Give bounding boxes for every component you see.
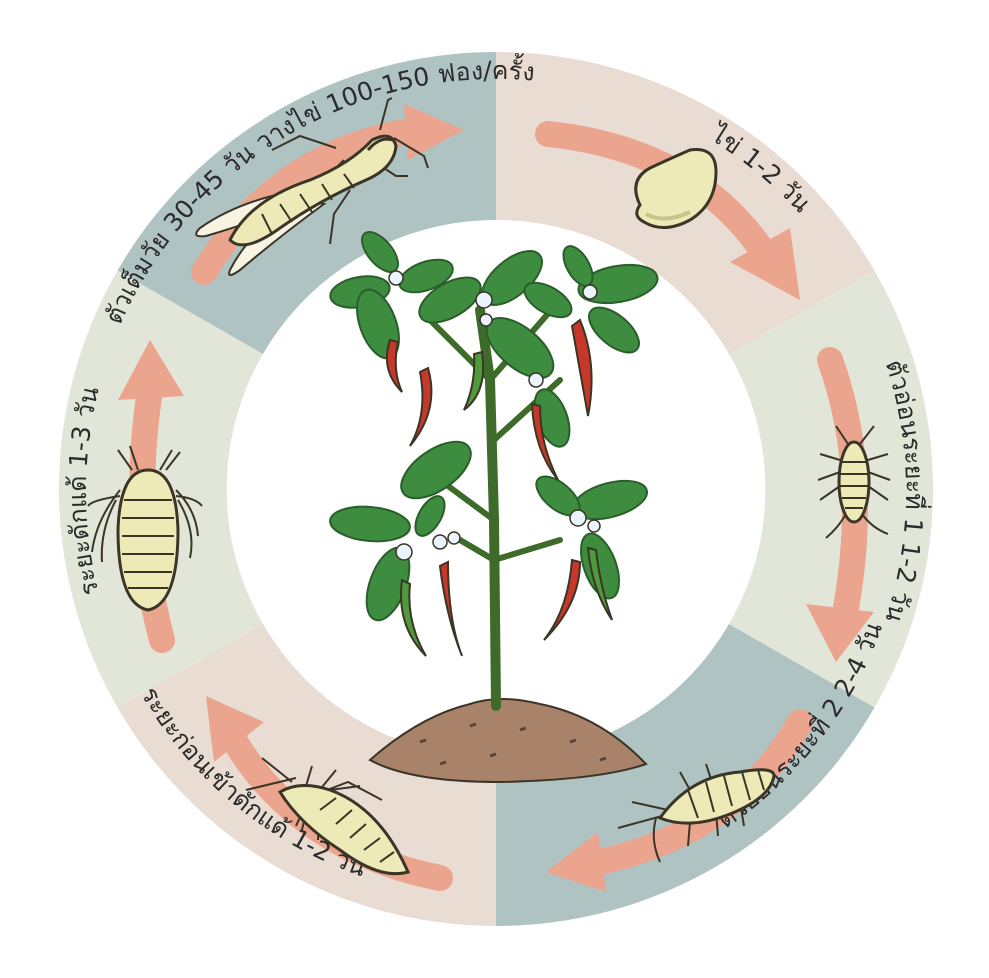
chili-plant-illustration	[328, 226, 661, 782]
soil-mound	[370, 699, 646, 782]
